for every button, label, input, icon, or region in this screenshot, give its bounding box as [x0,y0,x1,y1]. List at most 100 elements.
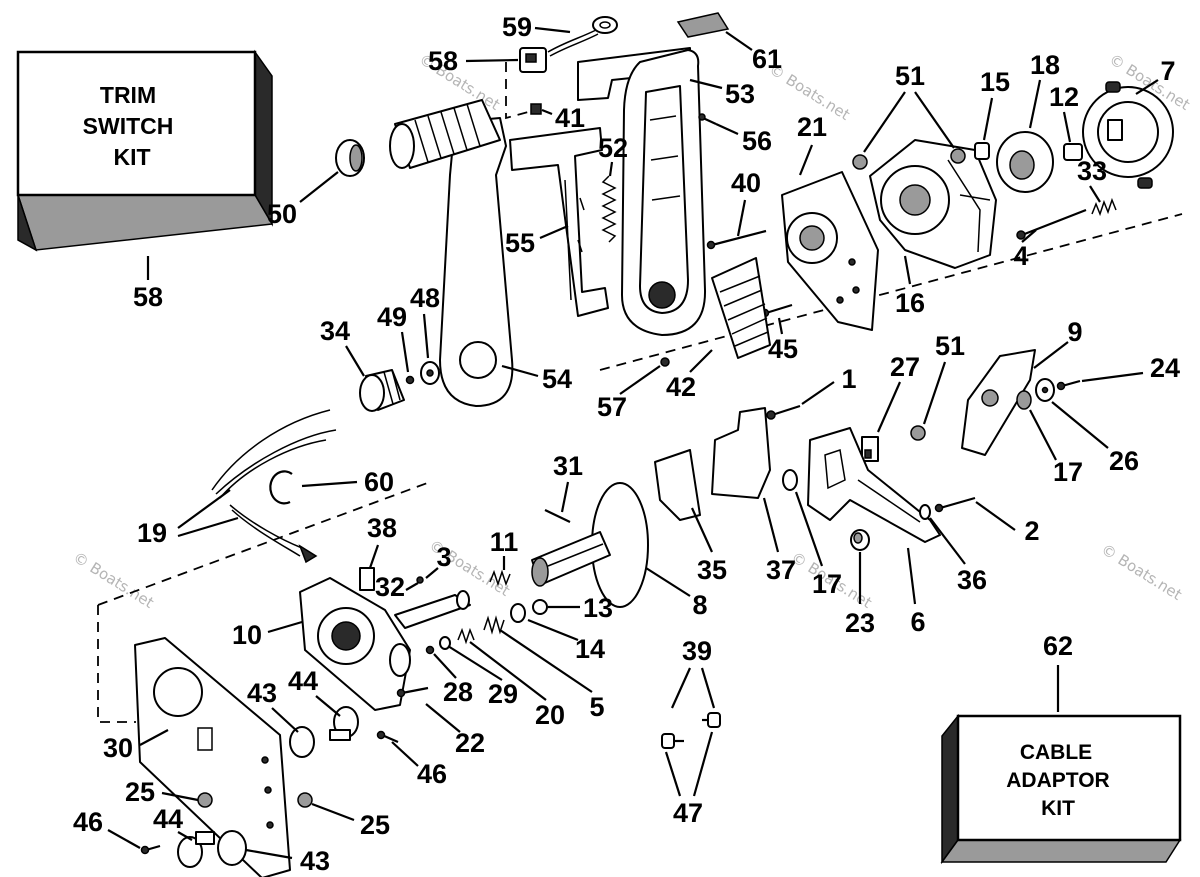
part-51-nut [852,154,868,170]
leader-line [177,489,231,529]
leader-line [762,497,780,553]
part-8-disc [531,482,649,608]
callout-51-mid: 51 [935,331,965,361]
part-24-screw [1056,379,1081,391]
leader-line [608,161,614,177]
callout-55: 55 [505,228,535,258]
leader-line [689,78,723,90]
part-49-screw [405,375,415,385]
leader-line [922,361,947,425]
callout-4: 4 [1013,241,1028,271]
part-29-washer [439,636,451,650]
part-46-screw [376,730,399,744]
leader-line [391,741,419,767]
callout-5: 5 [589,692,604,722]
callout-16: 16 [895,288,925,318]
leader-line [177,516,239,538]
callout-36: 36 [957,565,987,595]
part-15-bushing [974,142,990,160]
leader-line [501,364,539,378]
part-31-pin [544,509,571,523]
part-17-washer [782,469,798,491]
callout-1: 1 [841,364,856,394]
callout-11: 11 [490,527,519,557]
callout-22: 22 [455,728,485,758]
callout-45: 45 [768,334,798,364]
part-25-nut [297,792,313,808]
part-41-nut [530,103,542,115]
callout-54: 54 [542,364,572,394]
callout-18: 18 [1030,50,1060,80]
callout-59: 59 [502,12,532,42]
leader-line [311,802,355,822]
leader-line [301,480,358,488]
leader-line [1135,79,1159,95]
callout-48: 48 [410,283,440,313]
callout-58: 58 [428,46,458,76]
leader-line [161,791,199,802]
trim-kit-line3: KIT [113,144,150,170]
callout-40: 40 [731,168,761,198]
part-39-47-screw [661,733,684,749]
part-51-nut [910,425,926,441]
lower-parts [134,349,1081,877]
dashed-line [97,605,136,723]
part-57-ball [660,357,670,367]
callout-47: 47 [673,798,703,828]
leader-line [469,641,547,701]
assembly-lines [97,62,1183,723]
callout-23: 23 [845,608,875,638]
part-28-ball [425,645,435,655]
callout-25-left: 25 [125,777,155,807]
callout-26: 26 [1109,446,1139,476]
callout-30: 30 [103,733,133,763]
leader-line [982,97,994,141]
part-58-switch [519,47,547,73]
part-2-screw [934,496,976,513]
part-3-shaft [394,590,471,629]
callout-43-lower: 43 [300,846,330,876]
part-34-knob [359,369,405,412]
part-30-plate [134,637,291,877]
part-54-handle [389,99,514,407]
leader-line [107,829,141,849]
leader-line [798,144,814,176]
part-13-ring [532,599,548,615]
callout-53: 53 [725,79,755,109]
leader-line [914,91,955,149]
part-11-spring [489,569,511,587]
part-56-screw [698,113,717,125]
callout-19: 19 [137,518,167,548]
callout-61: 61 [752,44,782,74]
leader-line [541,108,553,116]
callout-56: 56 [742,126,772,156]
leader-line [1089,185,1101,203]
leader-line [1081,371,1144,383]
leader-line [534,26,571,34]
part-43-bushing [217,830,247,866]
part-18-cam [996,131,1054,193]
callout-50: 50 [267,199,297,229]
leader-line [299,171,339,203]
callout-32: 32 [375,572,405,602]
leader-line [422,313,430,359]
callout-31: 31 [553,451,583,481]
leader-line [1028,79,1042,129]
leader-line [177,831,193,841]
part-17-nut [1016,390,1032,410]
callout-24: 24 [1150,353,1180,383]
callout-42: 42 [666,372,696,402]
callout-14: 14 [575,634,605,664]
part-7-ring [1082,81,1174,189]
callout-6: 6 [910,607,925,637]
callout-51: 51 [895,61,925,91]
part-25-nut [197,792,213,808]
part-35-block [654,449,701,521]
leader-line [725,31,753,51]
callout-2: 2 [1024,516,1039,546]
leader-line [906,547,917,605]
part-10-housing [299,577,411,711]
part-22-screw [396,686,429,698]
callout-10: 10 [232,620,262,650]
callout-49: 49 [377,302,407,332]
